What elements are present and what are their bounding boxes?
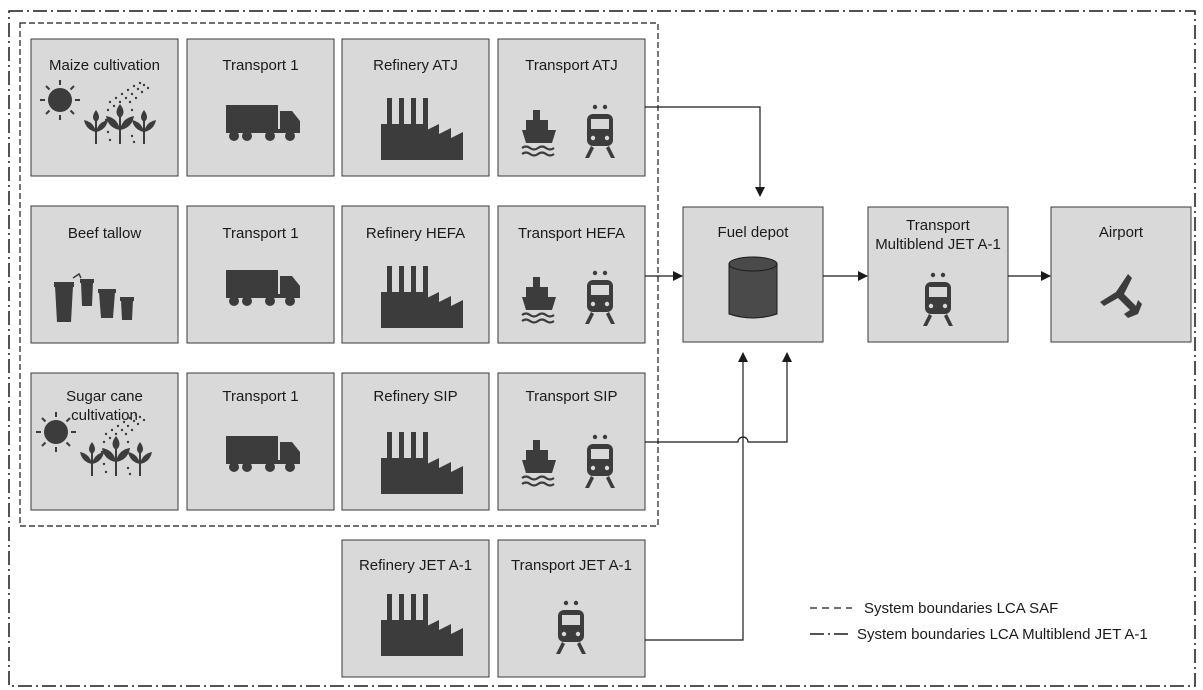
transport-1-label: Transport 1 (222, 388, 298, 405)
transport-multiblend-label-line2: Multiblend JET A-1 (875, 236, 1001, 253)
fuel-depot-label: Fuel depot (718, 224, 790, 241)
box-refinery-sip: Refinery SIP (341, 372, 490, 511)
box-beef-tallow: Beef tallow (30, 205, 179, 344)
box-sugar-cane-cultivation: Sugar cane cultivation (30, 372, 179, 511)
box-fuel-depot: Fuel depot (682, 206, 824, 343)
refinery-hefa-label: Refinery HEFA (366, 225, 465, 242)
box-transport-1-row2: Transport 1 (186, 205, 335, 344)
refinery-jet-a1-label: Refinery JET A-1 (359, 557, 472, 574)
maize-cultivation-label: Maize cultivation (49, 57, 160, 74)
box-maize-cultivation: Maize cultivation (30, 38, 179, 177)
box-transport-atj: Transport ATJ (497, 38, 646, 177)
box-transport-multiblend: Transport Multiblend JET A-1 (867, 206, 1009, 343)
connector-atj-to-depot (645, 106, 765, 197)
connector-sip-to-depot (645, 352, 792, 443)
legend: System boundaries LCA SAF System boundar… (810, 600, 1148, 643)
boundary-saf (19, 22, 659, 527)
sugar-cane-label-line2: cultivation (71, 407, 138, 424)
box-refinery-hefa: Refinery HEFA (341, 205, 490, 344)
transport-jet-a1-label: Transport JET A-1 (511, 557, 632, 574)
boundary-multiblend (8, 10, 1196, 687)
box-transport-1-row1: Transport 1 (186, 38, 335, 177)
refinery-atj-label: Refinery ATJ (373, 57, 458, 74)
beef-tallow-label: Beef tallow (68, 225, 142, 242)
legend-saf-label: System boundaries LCA SAF (864, 600, 1058, 617)
tank-icon (728, 256, 778, 319)
box-transport-hefa: Transport HEFA (497, 205, 646, 344)
legend-multiblend-label: System boundaries LCA Multiblend JET A-1 (857, 626, 1148, 643)
transport-1-label: Transport 1 (222, 57, 298, 74)
transport-sip-label: Transport SIP (526, 388, 618, 405)
transport-hefa-label: Transport HEFA (518, 225, 625, 242)
refinery-sip-label: Refinery SIP (373, 388, 457, 405)
airport-label: Airport (1099, 224, 1144, 241)
transport-atj-label: Transport ATJ (525, 57, 618, 74)
sugar-cane-label-line1: Sugar cane (66, 388, 143, 405)
box-refinery-jet-a1: Refinery JET A-1 (341, 539, 490, 678)
box-transport-1-row3: Transport 1 (186, 372, 335, 511)
box-airport: Airport (1050, 206, 1192, 343)
box-refinery-atj: Refinery ATJ (341, 38, 490, 177)
transport-multiblend-label-line1: Transport (906, 217, 970, 234)
connector-jet-to-depot (645, 352, 748, 641)
box-transport-jet-a1: Transport JET A-1 (497, 539, 646, 678)
box-transport-sip: Transport SIP (497, 372, 646, 511)
transport-1-label: Transport 1 (222, 225, 298, 242)
